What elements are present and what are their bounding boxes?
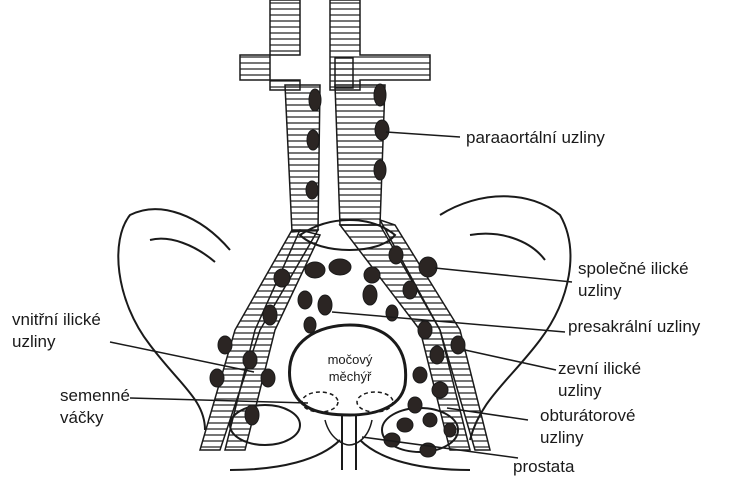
label-semenne-vacky-line1: semenné <box>60 385 130 406</box>
label-obturatorove-line2: uzliny <box>540 427 583 448</box>
label-mocovy-line2: měchýř <box>310 369 390 385</box>
label-presakralni-uzliny: presakrální uzliny <box>568 316 700 337</box>
label-spolecne-ilicke-line2: uzliny <box>578 280 621 301</box>
label-semenne-vacky-line2: váčky <box>60 407 103 428</box>
aorta <box>335 85 385 225</box>
pelvis-left-wing <box>118 209 230 430</box>
label-zevni-ilicke-line2: uzliny <box>558 380 601 401</box>
prostate-outline <box>325 420 372 445</box>
label-paraaortalni-uzliny: paraaortální uzliny <box>466 127 605 148</box>
pelvis-right-wing <box>440 196 570 440</box>
label-mocovy-line1: močový <box>310 352 390 368</box>
label-spolecne-ilicke-line1: společné ilické <box>578 258 689 279</box>
top-vessel-branches <box>240 0 430 90</box>
label-obturatorove-line1: obturátorové <box>540 405 635 426</box>
label-vnitrni-ilicke-line1: vnitřní ilické <box>12 309 101 330</box>
label-prostata: prostata <box>513 456 574 477</box>
label-vnitrni-ilicke-line2: uzliny <box>12 331 55 352</box>
label-zevni-ilicke-line1: zevní ilické <box>558 358 641 379</box>
urethra <box>342 415 356 470</box>
